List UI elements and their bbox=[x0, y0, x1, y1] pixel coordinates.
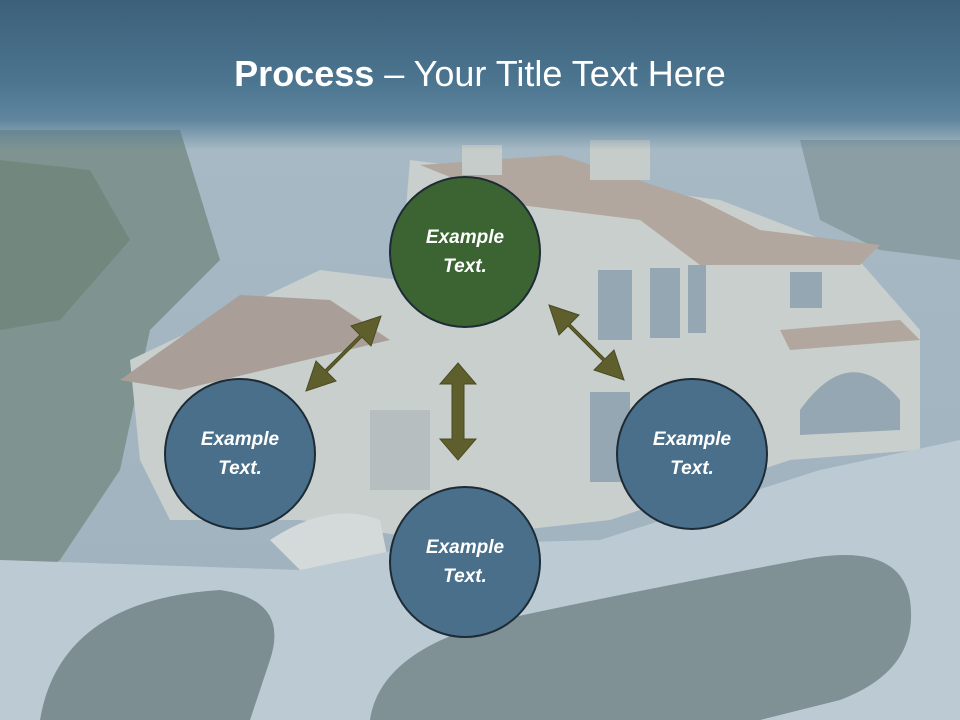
node-bottom[interactable]: Example Text. bbox=[389, 486, 541, 638]
node-right-label: Example Text. bbox=[652, 429, 732, 479]
title-rest: – Your Title Text Here bbox=[374, 53, 726, 94]
node-bottom-label: Example Text. bbox=[425, 537, 505, 587]
title-bar bbox=[0, 0, 960, 150]
node-right[interactable]: Example Text. bbox=[616, 378, 768, 530]
slide-title: Process – Your Title Text Here bbox=[0, 52, 960, 96]
node-left[interactable]: Example Text. bbox=[164, 378, 316, 530]
title-bold: Process bbox=[234, 53, 375, 94]
node-top-center[interactable]: Example Text. bbox=[389, 176, 541, 328]
node-left-label: Example Text. bbox=[200, 429, 280, 479]
node-top-label: Example Text. bbox=[425, 227, 505, 277]
